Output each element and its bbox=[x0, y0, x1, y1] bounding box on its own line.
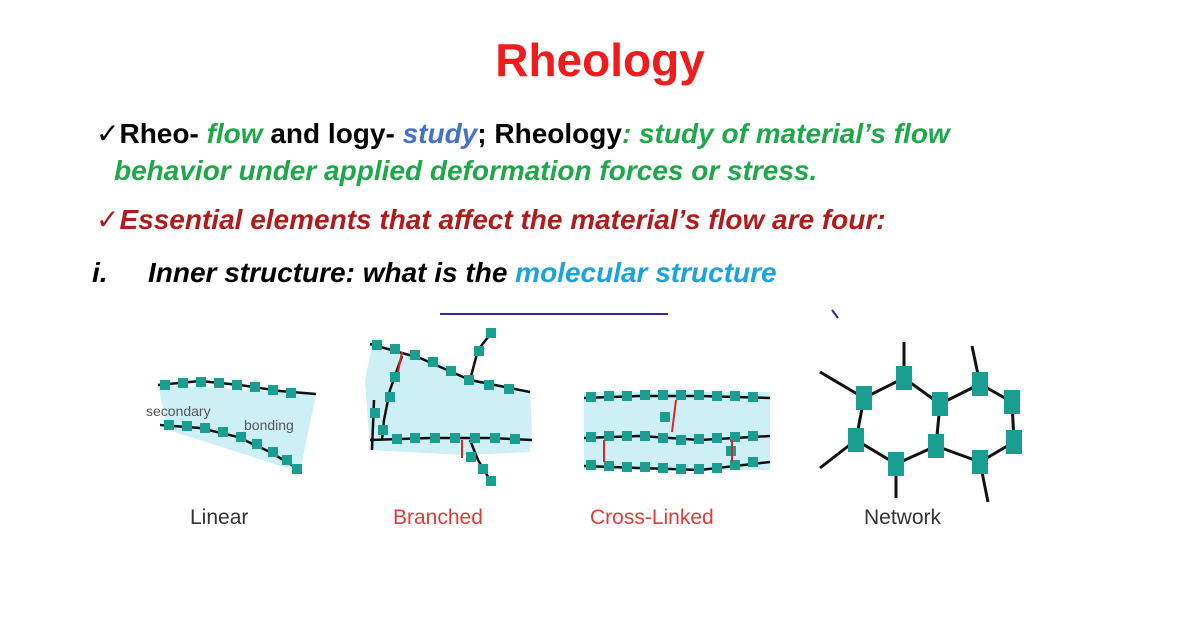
bullet-1-rheo: Rheo- bbox=[119, 118, 207, 149]
slide-title: Rheology bbox=[495, 34, 705, 86]
bullet-1-line-2: behavior under applied deformation force… bbox=[114, 155, 818, 186]
check-mark-icon: ✓ bbox=[96, 118, 120, 149]
bullet-1-flow: flow bbox=[206, 118, 263, 149]
bullet-3-marker: i. bbox=[92, 257, 108, 288]
bullet-1-definition: : study of material’s flow bbox=[621, 118, 950, 149]
bullet-3-highlight: molecular structure bbox=[515, 257, 777, 288]
label-linear: Linear bbox=[190, 506, 249, 529]
linear-monomers bbox=[160, 377, 302, 474]
bullet-3-text: Inner structure: what is the bbox=[148, 257, 516, 288]
bullet-1-study: study bbox=[402, 118, 478, 149]
polymer-structure-diagram bbox=[157, 309, 1022, 503]
label-bonding: bonding bbox=[244, 417, 294, 433]
bullet-3: Inner structure: what is the molecular s… bbox=[148, 256, 777, 290]
bullet-2: ✓Essential elements that affect the mate… bbox=[96, 203, 886, 237]
bullet-1-line-1: ✓Rheo- flow and logy- study; Rheology: s… bbox=[96, 117, 950, 151]
cross-linked-structure bbox=[583, 390, 771, 474]
bullet-1-rheology: ; Rheology bbox=[477, 118, 622, 149]
label-network: Network bbox=[864, 506, 942, 529]
bullet-1-and: and logy- bbox=[262, 118, 403, 149]
branched-structure bbox=[365, 328, 533, 486]
network-structure bbox=[819, 342, 1022, 503]
linear-structure bbox=[157, 377, 317, 474]
label-cross-linked: Cross-Linked bbox=[590, 506, 714, 529]
check-mark-icon: ✓ bbox=[96, 204, 120, 235]
label-secondary: secondary bbox=[146, 403, 211, 419]
cross-linked-region bbox=[584, 392, 770, 470]
label-branched: Branched bbox=[393, 506, 483, 529]
cross-links bbox=[603, 399, 733, 462]
branched-secondary-bonds bbox=[397, 351, 463, 458]
branched-region bbox=[365, 346, 532, 455]
bullet-2-text: Essential elements that affect the mater… bbox=[119, 204, 886, 235]
network-nodes bbox=[848, 366, 1022, 476]
branched-monomers bbox=[370, 328, 520, 486]
cross-linked-monomers bbox=[586, 390, 758, 474]
artifact-mark bbox=[831, 309, 839, 319]
network-bonds bbox=[819, 342, 1016, 503]
